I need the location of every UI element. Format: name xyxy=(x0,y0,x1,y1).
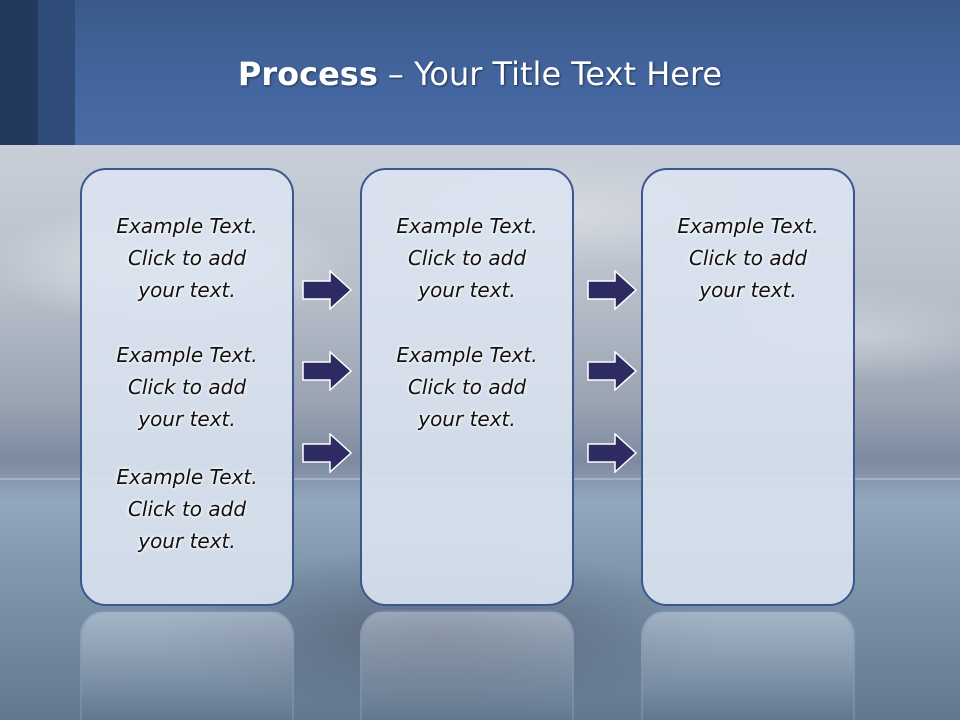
process-box-2[interactable]: Example Text. Click to add your text. Ex… xyxy=(360,168,574,606)
process-box-1[interactable]: Example Text. Click to add your text. Ex… xyxy=(80,168,294,606)
process-box-3[interactable]: Example Text. Click to add your text. xyxy=(641,168,855,606)
text-line: your text. xyxy=(138,529,236,553)
right-arrow-icon[interactable] xyxy=(587,270,637,310)
text-line: Click to add xyxy=(127,497,247,521)
text-item[interactable]: Example Text. Click to add your text. xyxy=(643,210,853,306)
right-arrow-icon[interactable] xyxy=(302,270,352,310)
right-arrow-icon[interactable] xyxy=(302,433,352,473)
title-bold: Process xyxy=(237,55,378,93)
slide-title[interactable]: Process– Your Title Text Here xyxy=(0,52,960,96)
text-line: Click to add xyxy=(688,246,808,270)
text-line: Click to add xyxy=(407,246,527,270)
text-line: your text. xyxy=(699,278,797,302)
box-reflection xyxy=(360,610,574,720)
text-line: Click to add xyxy=(127,246,247,270)
text-line: Example Text. xyxy=(396,214,538,238)
right-arrow-icon[interactable] xyxy=(587,433,637,473)
text-line: your text. xyxy=(418,278,516,302)
text-line: Example Text. xyxy=(677,214,819,238)
text-line: your text. xyxy=(418,407,516,431)
right-arrow-icon[interactable] xyxy=(587,351,637,391)
text-line: Example Text. xyxy=(116,343,258,367)
title-rest: – Your Title Text Here xyxy=(387,55,723,93)
header-accent-dark xyxy=(0,0,38,145)
title-bar xyxy=(0,0,960,145)
text-line: Example Text. xyxy=(116,465,258,489)
header-accent-mid xyxy=(38,0,75,145)
text-item[interactable]: Example Text. Click to add your text. xyxy=(362,339,572,435)
text-item[interactable]: Example Text. Click to add your text. xyxy=(82,461,292,557)
box-reflection xyxy=(641,610,855,720)
right-arrow-icon[interactable] xyxy=(302,351,352,391)
text-line: your text. xyxy=(138,278,236,302)
text-item[interactable]: Example Text. Click to add your text. xyxy=(82,339,292,435)
text-line: your text. xyxy=(138,407,236,431)
text-line: Click to add xyxy=(127,375,247,399)
text-item[interactable]: Example Text. Click to add your text. xyxy=(362,210,572,306)
text-line: Example Text. xyxy=(116,214,258,238)
text-line: Example Text. xyxy=(396,343,538,367)
text-line: Click to add xyxy=(407,375,527,399)
box-reflection xyxy=(80,610,294,720)
text-item[interactable]: Example Text. Click to add your text. xyxy=(82,210,292,306)
